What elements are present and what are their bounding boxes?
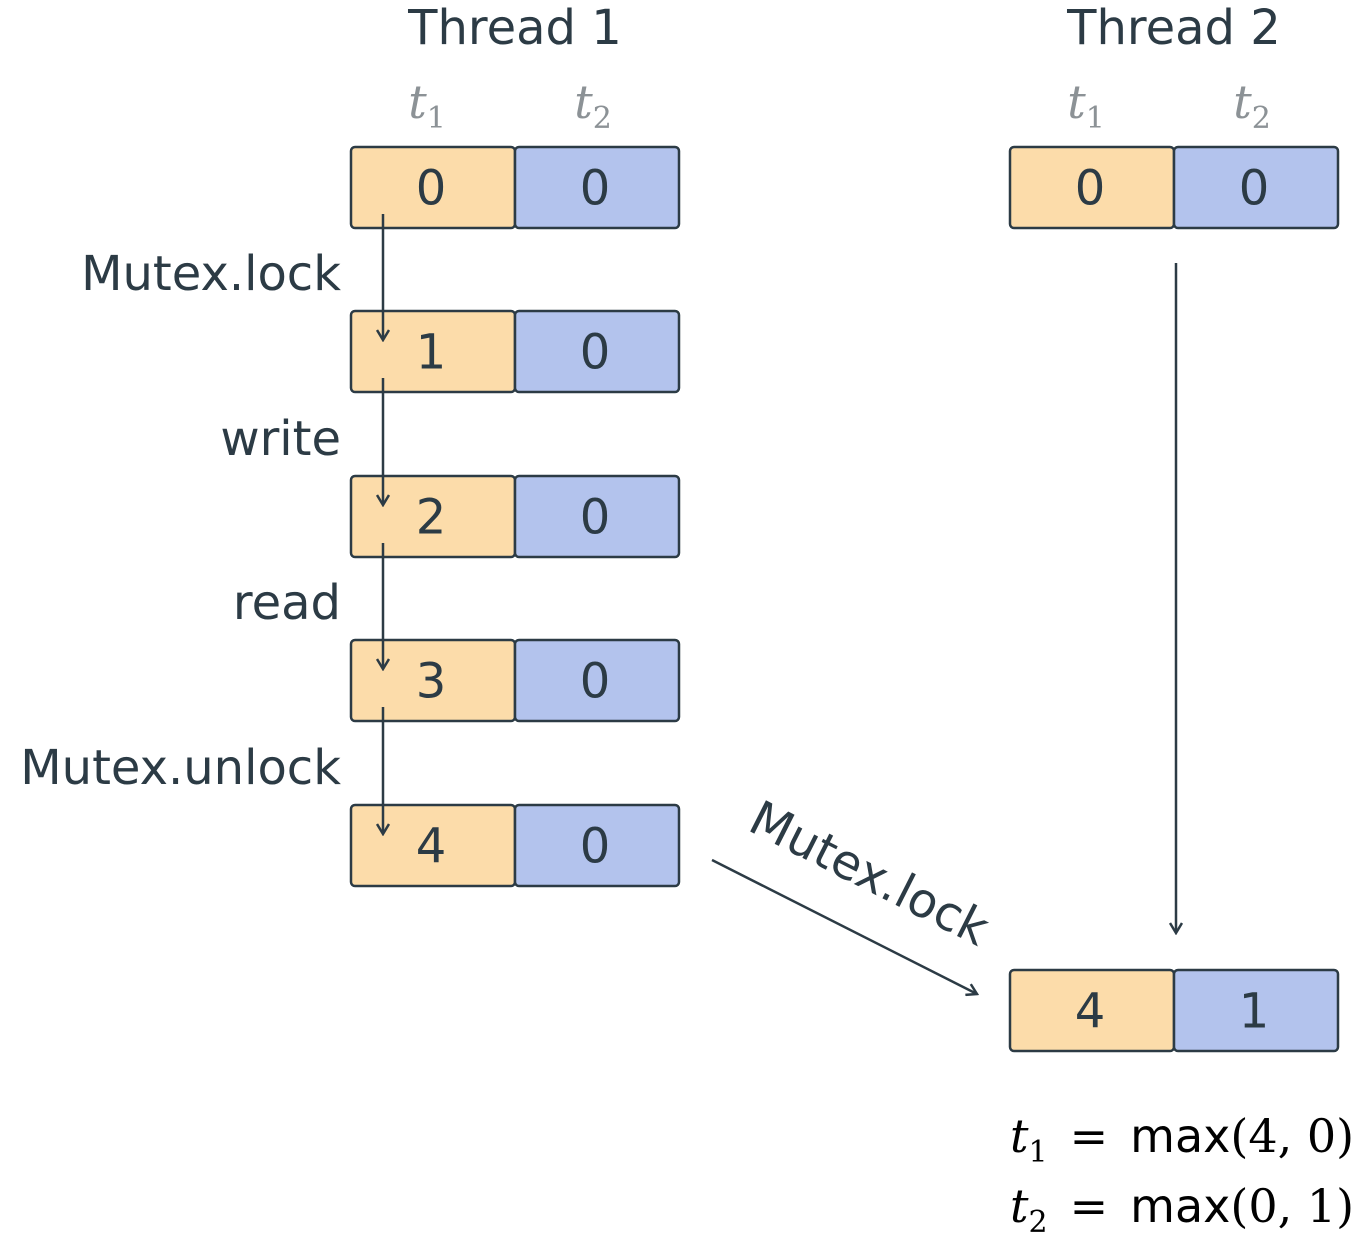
operation-label-mutex-lock: Mutex.lock bbox=[81, 246, 341, 302]
thread-2-clock-0-t2-cell bbox=[1172, 145, 1340, 230]
thread-2-column-label-t1: t1 bbox=[1067, 75, 1105, 136]
clock-cells: 0 0 1 0 2 0 3 0 4 0 0 0 4 1 bbox=[349, 145, 1340, 1053]
thread-1-clock-4-t2-value: 0 bbox=[580, 819, 611, 875]
thread-2-clock-1-t2-value: 1 bbox=[1239, 984, 1270, 1040]
thread-1-clock-4-t1-value: 4 bbox=[416, 819, 447, 875]
thread-2-clock-0-t1-value: 0 bbox=[1075, 161, 1106, 217]
thread-1-clock-2-t2-value: 0 bbox=[580, 490, 611, 546]
thread-1-clock-1-t1-value: 1 bbox=[416, 325, 447, 381]
thread-1-clock-0-t2-value: 0 bbox=[580, 161, 611, 217]
formula-t2: t2=max(0, 1) bbox=[1010, 1179, 1354, 1236]
thread-1-column-label-t2: t2 bbox=[574, 75, 612, 136]
sync-edge-label: Mutex.lock bbox=[741, 790, 998, 957]
formula-t1: t1=max(4, 0) bbox=[1010, 1109, 1354, 1170]
thread-1-clock-0-t1-value: 0 bbox=[416, 161, 447, 217]
thread-1-title: Thread 1 bbox=[407, 0, 622, 56]
operation-label-read: read bbox=[233, 575, 341, 631]
thread-2-clock-0-t2-value: 0 bbox=[1239, 161, 1270, 217]
operation-label-mutex-unlock: Mutex.unlock bbox=[20, 740, 341, 796]
thread-1-column-label-t1: t1 bbox=[408, 75, 446, 136]
thread-1-clock-3-t1-value: 3 bbox=[416, 654, 447, 710]
thread-1-clock-1-t2-value: 0 bbox=[580, 325, 611, 381]
thread-1-clock-1-t2-cell bbox=[513, 309, 681, 394]
thread-1-clock-3-t2-cell bbox=[513, 638, 681, 723]
thread-2-clock-1-t1-value: 4 bbox=[1075, 984, 1106, 1040]
thread-1-clock-2-t1-value: 2 bbox=[416, 490, 447, 546]
thread-1-clock-3-t2-value: 0 bbox=[580, 654, 611, 710]
thread-1-clock-0-t2-cell bbox=[513, 145, 681, 230]
sync-edge-arrow bbox=[711, 858, 977, 994]
thread-2-clock-1-t2-cell bbox=[1172, 968, 1340, 1053]
operation-label-write: write bbox=[220, 411, 341, 467]
thread-2-column-label-t2: t2 bbox=[1233, 75, 1271, 136]
thread-1-clock-4-t2-cell bbox=[513, 803, 681, 888]
thread-2-title: Thread 2 bbox=[1066, 0, 1281, 56]
thread-1-clock-2-t2-cell bbox=[513, 474, 681, 559]
